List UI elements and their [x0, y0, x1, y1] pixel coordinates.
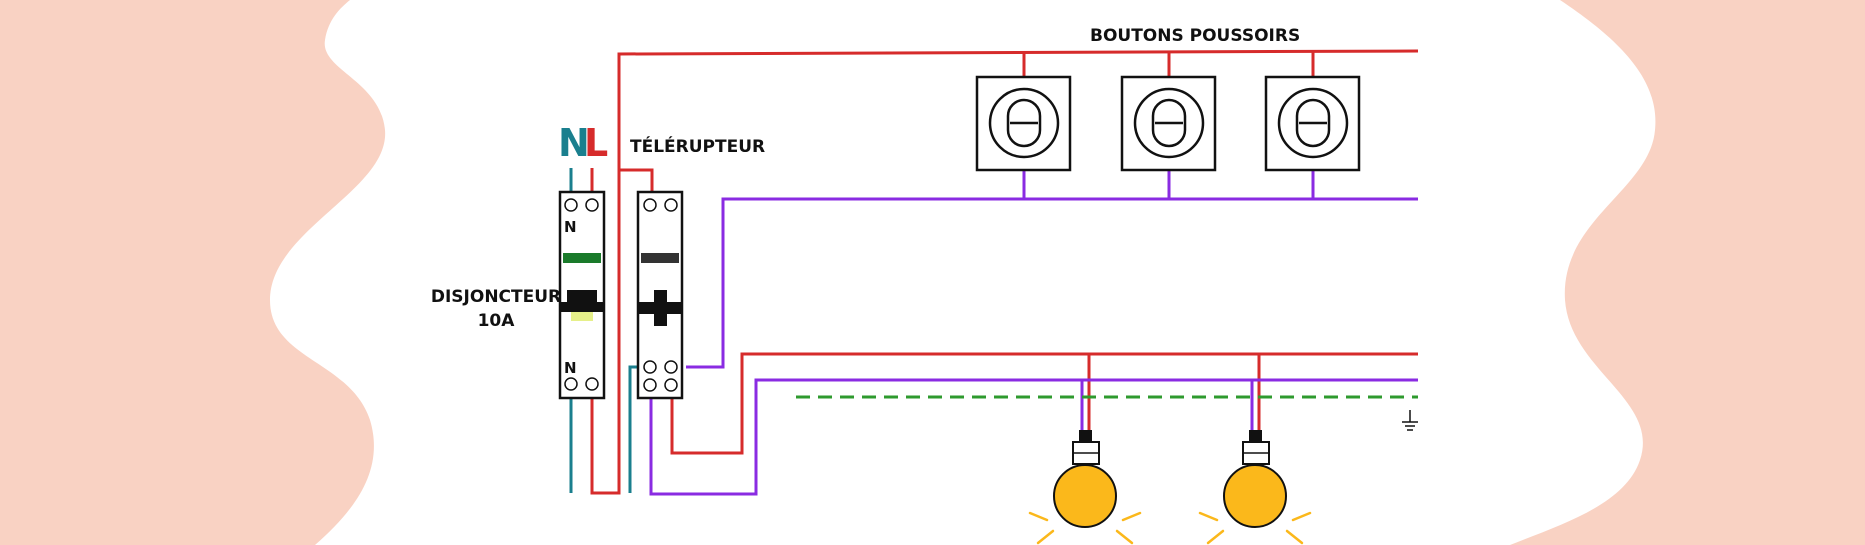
breaker-n-bottom-label: N — [564, 359, 577, 377]
lamp-rays — [1028, 511, 1142, 545]
live-relay-feed-wire — [619, 168, 654, 192]
breaker-label-line1: DISJONCTEUR — [431, 287, 561, 307]
relay-terminal — [664, 198, 678, 212]
lamp-icon — [1053, 464, 1117, 528]
push-button-icon — [988, 87, 1060, 159]
lamp-1 — [1028, 430, 1142, 545]
breaker-terminal — [585, 377, 599, 391]
relay-rail — [638, 302, 682, 314]
lamp-icon — [1223, 464, 1287, 528]
relay-terminal — [643, 378, 657, 392]
remote-switch-relay — [636, 190, 684, 400]
relay-terminal — [664, 360, 678, 374]
lamp-rays — [1198, 511, 1312, 545]
breaker-indicator — [571, 312, 593, 321]
live-wires — [590, 49, 1419, 495]
breaker-terminal — [564, 377, 578, 391]
breaker-bar — [563, 253, 601, 263]
relay-bar — [641, 253, 679, 263]
live-relay-output-wire — [670, 352, 1418, 455]
push-buttons-label: BOUTONS POUSSOIRS — [1090, 26, 1300, 46]
lamp-2 — [1198, 430, 1312, 545]
control-lamp-feed-wire — [649, 378, 1418, 496]
breaker-terminal — [564, 198, 578, 212]
breaker-label-line2: 10A — [478, 311, 516, 331]
relay-terminal — [643, 360, 657, 374]
push-button-1 — [975, 75, 1072, 172]
lamp-cap — [1249, 430, 1262, 442]
push-button-2 — [1120, 75, 1217, 172]
relay-terminal — [643, 198, 657, 212]
live-top-feed-wire — [590, 49, 1419, 495]
push-button-icon — [1133, 87, 1205, 159]
control-return-wire — [686, 197, 1418, 369]
live-label: L — [584, 121, 608, 165]
lamp-cap — [1079, 430, 1092, 442]
breaker-terminal — [585, 198, 599, 212]
relay-label: TÉLÉRUPTEUR — [630, 135, 765, 157]
push-button-3 — [1264, 75, 1361, 172]
relay-terminal — [664, 378, 678, 392]
neutral-label: N — [558, 121, 590, 165]
breaker-rail — [560, 302, 604, 312]
circuit-breaker: N N — [558, 190, 606, 400]
earth-ground-icon — [1402, 410, 1418, 431]
control-wires — [649, 170, 1418, 496]
diagram-panel — [270, 0, 1656, 545]
breaker-n-top-label: N — [564, 218, 577, 236]
push-button-icon — [1277, 87, 1349, 159]
